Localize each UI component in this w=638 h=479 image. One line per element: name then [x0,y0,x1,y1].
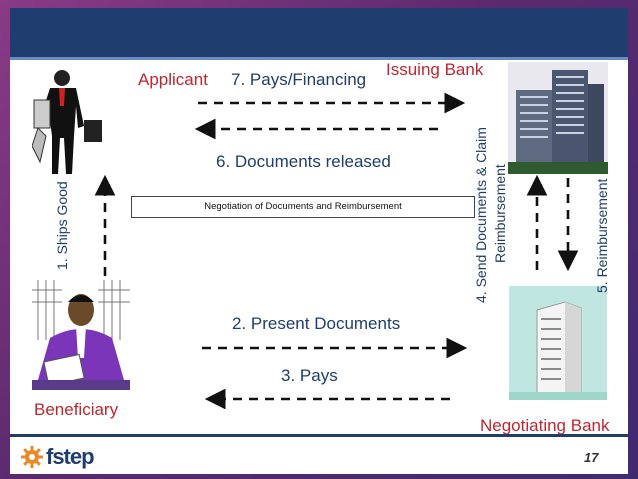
logo-text: fstep [46,444,94,470]
footer-divider [10,434,628,437]
gear-icon [20,445,44,469]
step-2-label: 2. Present Documents [232,314,400,334]
step-6-label: 6. Documents released [216,152,391,172]
step-7-label: 7. Pays/Financing [231,70,366,90]
negotiating-bank-label: Negotiating Bank [480,416,609,436]
page-number: 17 [584,450,598,465]
applicant-label: Applicant [138,70,208,90]
step-1-label: 1. Ships Good [54,181,70,270]
slide: Applicant 7. Pays/Financing Issuing Bank… [10,8,628,474]
step-4-label-line1: 4. Send Documents & Claim [473,127,489,303]
step-3-label: 3. Pays [281,366,338,386]
step-4-label-line2: Reimbursement [492,164,508,263]
negotiation-box: Negotiation of Documents and Reimburseme… [131,196,475,218]
issuing-bank-label: Issuing Bank [386,60,483,80]
fstep-logo: fstep [20,444,94,470]
beneficiary-label: Beneficiary [34,400,118,420]
step-5-label: 5. Reimbursement [594,179,610,293]
